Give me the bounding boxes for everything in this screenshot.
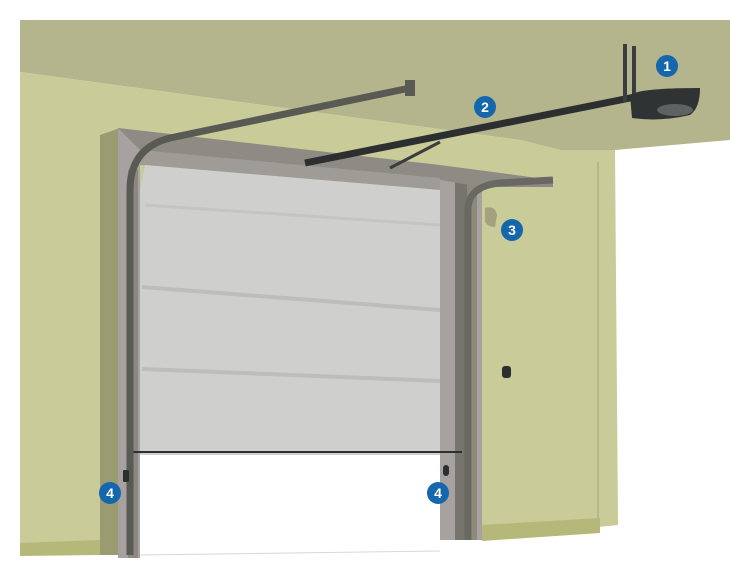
ceiling	[20, 20, 730, 150]
left-wall-base	[20, 540, 100, 556]
right-wall	[470, 150, 618, 540]
drive-rail	[304, 92, 641, 167]
photocell-left	[123, 470, 129, 482]
door-panel	[140, 165, 440, 455]
left-track	[126, 84, 411, 555]
wall-control	[485, 207, 497, 227]
left-frame	[100, 128, 120, 555]
right-wall-base	[482, 518, 600, 541]
callout-1: 1	[656, 55, 678, 77]
callout-4-left: 4	[99, 482, 121, 504]
wall-button	[502, 366, 511, 378]
callout-2: 2	[474, 96, 496, 118]
right-track	[464, 176, 554, 540]
callout-4-right: 4	[427, 482, 449, 504]
photocell-right	[443, 465, 449, 476]
callout-3: 3	[501, 219, 523, 241]
